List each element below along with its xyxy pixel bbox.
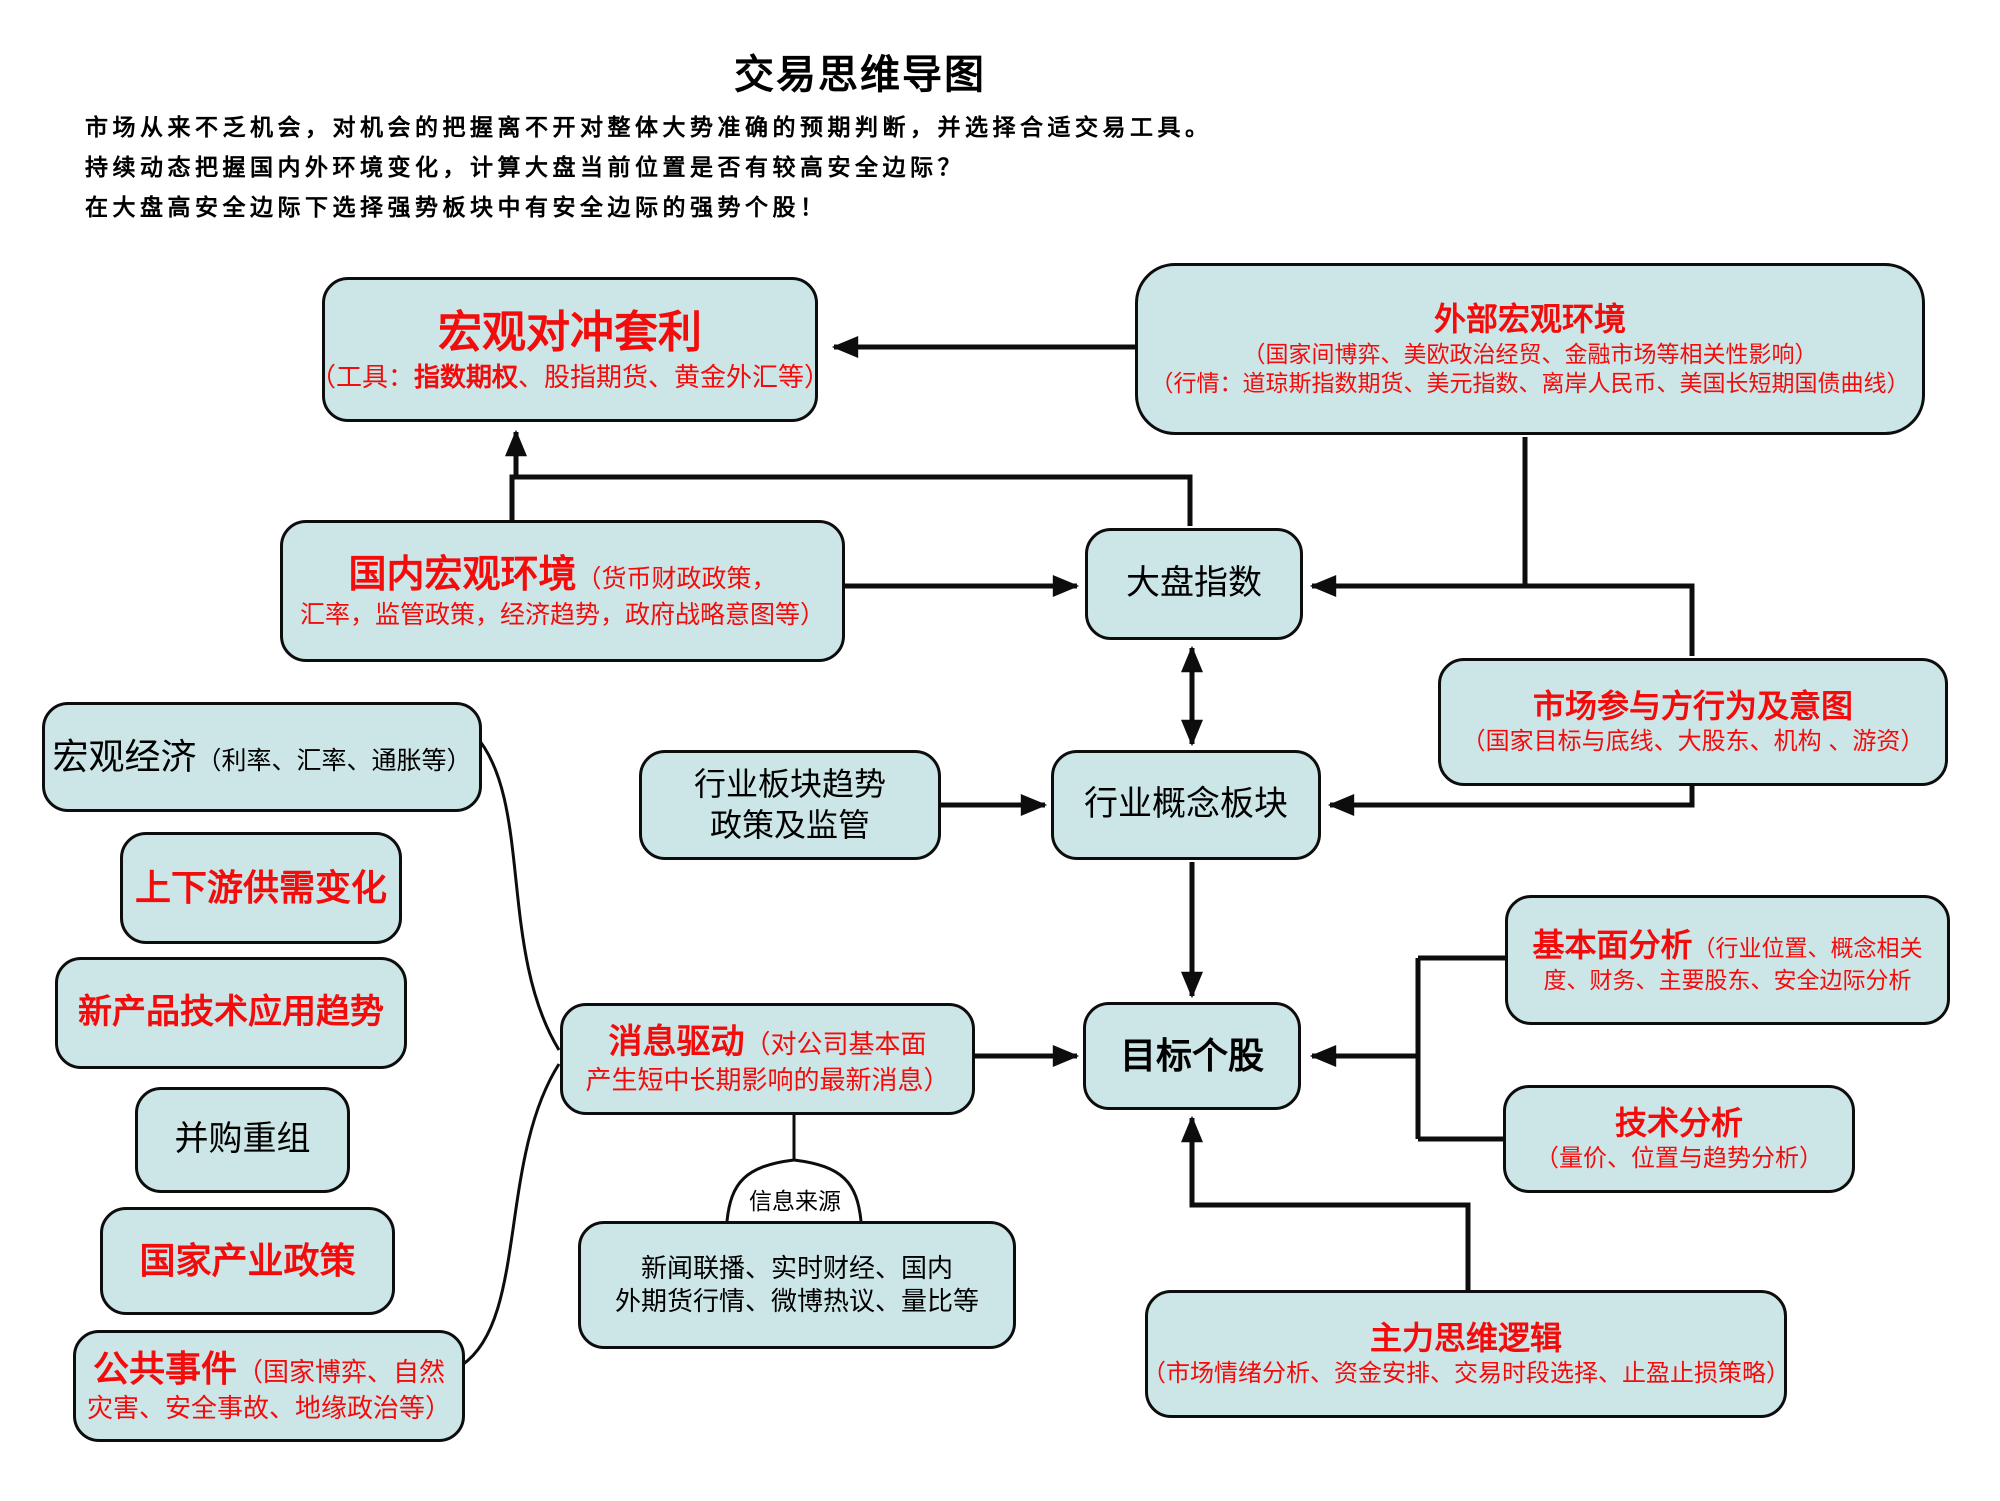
node-public-events-line2: 灾害、安全事故、地缘政治等）: [86, 1393, 451, 1424]
node-main-force-line2: （市场情绪分析、资金安排、交易时段选择、止盈止损策略）: [1142, 1360, 1790, 1388]
node-public-events: 公共事件（国家博弈、自然 灾害、安全事故、地缘政治等）: [73, 1330, 465, 1442]
node-domestic-line2: 汇率，监管政策，经济趋势，政府战略意图等）: [299, 601, 825, 630]
node-sector-board: 行业概念板块: [1051, 750, 1321, 860]
node-news-sources-line2: 外期货行情、微博热议、量比等: [614, 1286, 979, 1316]
node-hedge-title: 宏观对冲套利: [438, 307, 702, 357]
arrow-right-to-index: [1309, 575, 1695, 656]
curve-publicevents-to-news: [461, 1063, 561, 1367]
node-hedge-sub: （工具：指数期权、股指期货、黄金外汇等）: [309, 362, 831, 393]
node-participants: 市场参与方行为及意图 （国家目标与底线、大股东、机构 、游资）: [1438, 658, 1948, 786]
node-sector-policy-line2: 政策及监管: [709, 807, 870, 843]
node-external-line3: （行情：道琼斯指数期货、美元指数、离岸人民币、美国长短期国债曲线）: [1150, 370, 1910, 397]
node-main-force-title: 主力思维逻辑: [1369, 1320, 1562, 1357]
node-technical-title: 技术分析: [1614, 1105, 1743, 1142]
node-domestic-line1: 国内宏观环境（货币财政政策，: [348, 553, 777, 596]
node-sector-policy-line1: 行业板块趋势: [693, 766, 886, 803]
node-supply-demand-label: 上下游供需变化: [134, 866, 387, 908]
node-technical-line2: （量价、位置与趋势分析）: [1535, 1145, 1823, 1173]
node-participants-title: 市场参与方行为及意图: [1532, 688, 1853, 725]
node-macro-econ: 宏观经济（利率、汇率、通胀等）: [42, 702, 482, 812]
node-industry-policy: 国家产业政策: [100, 1207, 395, 1315]
node-external-title: 外部宏观环境: [1433, 301, 1626, 338]
node-market-index-label: 大盘指数: [1126, 564, 1262, 603]
node-supply-demand: 上下游供需变化: [120, 832, 402, 944]
node-fundamental-line2: 度、财务、主要股东、安全边际分析: [1543, 966, 1912, 993]
intro-line-2: 持续动态把握国内外环境变化，计算大盘当前位置是否有较高安全边际？: [85, 154, 965, 180]
arrow-mainforce-to-target: [1181, 1115, 1471, 1290]
arrow-participants-to-board: [1327, 786, 1695, 816]
node-news-driven-line1: 消息驱动（对公司基本面: [608, 1022, 927, 1061]
node-news-driven-line2: 产生短中长期影响的最新消息）: [585, 1065, 950, 1096]
node-public-events-line1: 公共事件（国家博弈、自然: [92, 1348, 446, 1390]
node-news-sources-line1: 新闻联播、实时财经、国内: [640, 1252, 953, 1283]
node-participants-line2: （国家目标与底线、大股东、机构 、游资）: [1461, 728, 1925, 756]
intro-line-1: 市场从来不乏机会，对机会的把握离不开对整体大势准确的预期判断，并选择合适交易工具…: [85, 114, 1213, 140]
node-market-index: 大盘指数: [1085, 528, 1303, 640]
node-news-sources: 新闻联播、实时财经、国内 外期货行情、微博热议、量比等: [578, 1221, 1016, 1349]
node-ma-restructure: 并购重组: [135, 1087, 350, 1193]
curve-macroecon-to-news: [473, 734, 561, 1051]
page-title: 交易思维导图: [734, 53, 986, 97]
node-new-tech: 新产品技术应用趋势: [55, 957, 407, 1069]
info-sources-label: 信息来源: [749, 1188, 841, 1214]
line-domestic-to-index-top: [509, 474, 1193, 526]
intro-line-3: 在大盘高安全边际下选择强势板块中有安全边际的强势个股！: [85, 194, 828, 220]
node-sector-board-label: 行业概念板块: [1084, 785, 1288, 824]
node-technical: 技术分析 （量价、位置与趋势分析）: [1503, 1085, 1855, 1193]
node-sector-policy: 行业板块趋势 政策及监管: [639, 750, 941, 860]
node-fundamental-line1: 基本面分析（行业位置、概念相关: [1532, 926, 1923, 963]
node-external-line2: （国家间博弈、美欧政治经贸、金融市场等相关性影响）: [1242, 341, 1818, 368]
node-hedge-arbitrage: 宏观对冲套利 （工具：指数期权、股指期货、黄金外汇等）: [310, 277, 830, 422]
node-macro-econ-line: 宏观经济（利率、汇率、通胀等）: [52, 735, 472, 777]
node-target-stock-label: 目标个股: [1119, 1034, 1264, 1076]
node-ma-label: 并购重组: [174, 1120, 311, 1159]
node-external-macro: 外部宏观环境 （国家间博弈、美欧政治经贸、金融市场等相关性影响） （行情：道琼斯…: [1135, 263, 1925, 435]
node-news-driven: 消息驱动（对公司基本面 产生短中长期影响的最新消息）: [560, 1003, 975, 1115]
node-domestic-macro: 国内宏观环境（货币财政政策， 汇率，监管政策，经济趋势，政府战略意图等）: [280, 520, 845, 662]
node-main-force: 主力思维逻辑 （市场情绪分析、资金安排、交易时段选择、止盈止损策略）: [1142, 1290, 1790, 1418]
node-industry-policy-label: 国家产业政策: [139, 1239, 356, 1281]
node-new-tech-label: 新产品技术应用趋势: [78, 993, 384, 1032]
node-fundamental: 基本面分析（行业位置、概念相关 度、财务、主要股东、安全边际分析: [1505, 895, 1950, 1025]
node-target-stock: 目标个股: [1083, 1002, 1301, 1110]
